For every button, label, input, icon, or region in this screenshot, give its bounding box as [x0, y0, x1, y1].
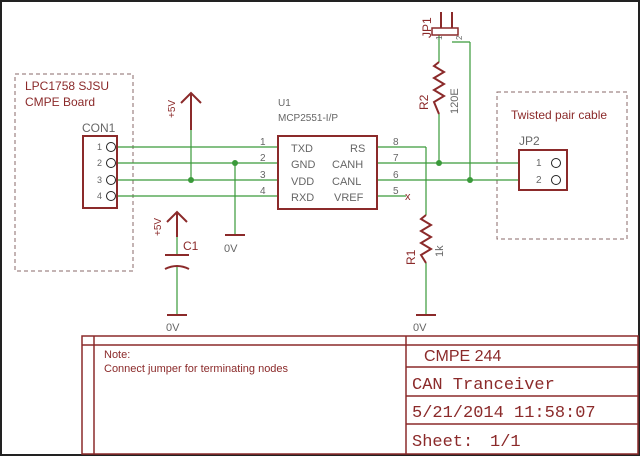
con1-pin-3: 3	[97, 175, 102, 185]
u1-pin-vdd: VDD	[291, 176, 314, 188]
jp1-jumper-icon	[431, 12, 459, 36]
u1-chip-body	[277, 135, 378, 210]
jp1-name: JP1	[420, 17, 434, 38]
plus5v-arrow-icon	[166, 210, 188, 237]
cable-group-label: Twisted pair cable	[511, 108, 607, 122]
plus5v-label-a: +5V	[167, 100, 178, 118]
u1-pin-6-num: 6	[393, 170, 399, 181]
r1-value: 1k	[434, 245, 446, 257]
board-group-label-2: CMPE Board	[25, 95, 95, 109]
plus5v-label-b: +5V	[153, 218, 164, 236]
u1-pin-2-num: 2	[260, 153, 266, 164]
u1-pin-4-num: 4	[260, 186, 266, 197]
jp2-connector	[518, 149, 568, 191]
nets	[117, 35, 519, 315]
u1-pin-3-num: 3	[260, 170, 266, 181]
sheet-date: 5/21/2014 11:58:07	[412, 404, 596, 423]
jp2-pin-1: 1	[536, 158, 542, 169]
c1-capacitor-icon	[164, 254, 190, 270]
ground-label-2: 0V	[166, 322, 180, 334]
con1-pin-1: 1	[97, 142, 102, 152]
c1-name: C1	[183, 239, 199, 253]
u1-pin-7-num: 7	[393, 153, 399, 164]
con1-pin-4: 4	[97, 191, 102, 201]
r2-value: 120E	[449, 88, 461, 114]
title-block-frame	[81, 335, 639, 455]
sheet-title: CAN Tranceiver	[412, 376, 555, 395]
plus5v-arrow-icon	[180, 91, 202, 130]
jp1-pin-2: 2	[455, 35, 464, 40]
r1-name: R1	[404, 249, 418, 265]
vref-no-connect-mark: x	[405, 191, 411, 203]
u1-pin-5-num: 5	[393, 186, 399, 197]
u1-pin-vref: VREF	[334, 192, 364, 204]
u1-pin-gnd: GND	[291, 159, 316, 171]
jp2-name: JP2	[519, 134, 540, 148]
u1-pin-1-num: 1	[260, 137, 266, 148]
board-group-label-1: LPC1758 SJSU	[25, 79, 109, 93]
note-text: Connect jumper for terminating nodes	[104, 363, 289, 375]
con1-name: CON1	[82, 121, 116, 135]
u1-pin-rxd: RXD	[291, 192, 314, 204]
u1-part: MCP2551-I/P	[278, 113, 338, 124]
u1-pin-canh: CANH	[332, 159, 363, 171]
u1-pin-canl: CANL	[332, 176, 361, 188]
r1-resistor-icon	[419, 214, 433, 264]
jp2-pin-2: 2	[536, 175, 542, 186]
board-group-box	[14, 73, 134, 272]
u1-pin-txd: TXD	[291, 143, 313, 155]
u1-pin-8-num: 8	[393, 137, 399, 148]
con1-pin-2: 2	[97, 158, 102, 168]
u1-name: U1	[278, 98, 291, 109]
u1-pin-rs: RS	[350, 143, 365, 155]
note-label: Note:	[104, 349, 130, 361]
r2-name: R2	[417, 94, 431, 110]
con1-connector	[82, 135, 118, 209]
ground-label-1: 0V	[224, 243, 238, 255]
sheet-number-label: Sheet:	[412, 433, 473, 452]
sheet-number-value: 1/1	[490, 433, 521, 452]
jp1-pin-1: 1	[435, 35, 444, 40]
cable-group-box	[496, 91, 628, 240]
ground-label-3: 0V	[413, 322, 427, 334]
junctions	[188, 160, 473, 183]
project-name: CMPE 244	[424, 348, 501, 365]
r2-resistor-icon	[432, 61, 446, 115]
